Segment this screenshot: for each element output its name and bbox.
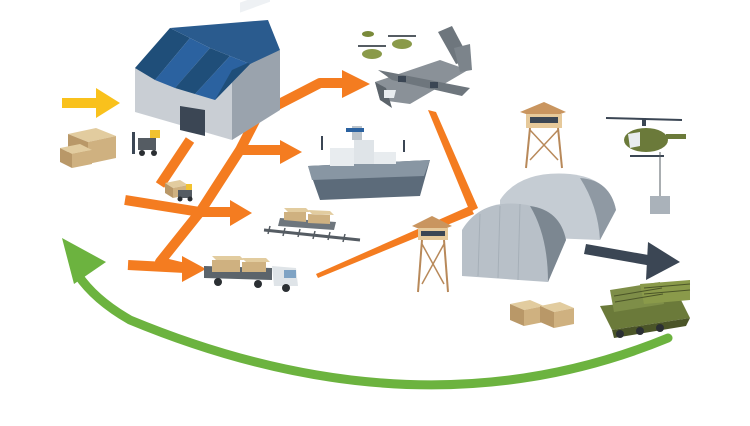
semi-truck-icon (204, 256, 298, 292)
drone-icon (358, 31, 416, 59)
forklift-icon (132, 130, 160, 156)
crates-icon (60, 128, 116, 168)
factory-icon (135, 0, 280, 140)
outbound-arrow-icon (584, 242, 680, 280)
ship-icon (308, 126, 430, 200)
watchtower-icon (520, 102, 566, 169)
inbound-arrow-icon (62, 88, 120, 118)
supply-crates-icon (510, 300, 574, 328)
hangar-icon (462, 173, 616, 282)
forklift-with-crates-icon (165, 180, 193, 202)
transport-aircraft-icon (375, 26, 472, 108)
rail-flatcar-icon (263, 208, 361, 243)
helicopter-icon (605, 117, 686, 214)
watchtower-icon (412, 216, 452, 293)
orange-arrow-heads (182, 70, 370, 282)
return-arrow-icon (62, 238, 673, 390)
missile-launcher-icon (600, 280, 691, 338)
